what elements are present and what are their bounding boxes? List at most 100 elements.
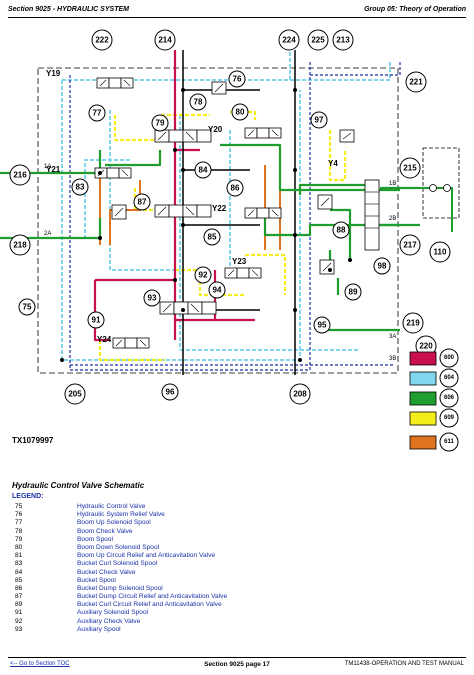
line-label-3a: 3A bbox=[389, 334, 396, 340]
spool-86 bbox=[244, 207, 282, 219]
svg-text:94: 94 bbox=[213, 286, 222, 295]
callout-208: 208 bbox=[289, 383, 311, 405]
figure-title: Hydraulic Control Valve Schematic bbox=[12, 481, 145, 490]
line-label-1a: 1A bbox=[44, 164, 51, 170]
solenoid-labels: Y19 Y20 Y21 Y22 Y23 Y24 Y4 bbox=[46, 69, 338, 344]
valve-blocks bbox=[94, 77, 451, 349]
callout-86: 86 bbox=[226, 179, 244, 197]
svg-text:110: 110 bbox=[434, 248, 447, 257]
svg-text:87: 87 bbox=[138, 198, 147, 207]
callout-218: 218 bbox=[9, 234, 31, 256]
callout-78: 78 bbox=[189, 93, 207, 111]
callout-222: 222 bbox=[91, 29, 113, 51]
callout-94: 94 bbox=[208, 281, 226, 299]
spool-79 bbox=[154, 129, 212, 143]
svg-text:98: 98 bbox=[378, 262, 387, 271]
svg-text:78: 78 bbox=[194, 98, 203, 107]
svg-text:221: 221 bbox=[409, 78, 423, 87]
section-title: Section 9025 - HYDRAULIC SYSTEM bbox=[8, 6, 129, 13]
svg-text:213: 213 bbox=[336, 36, 350, 45]
callout-95: 95 bbox=[313, 316, 331, 334]
svg-text:609: 609 bbox=[444, 415, 455, 421]
svg-text:222: 222 bbox=[95, 36, 109, 45]
relief-89 bbox=[319, 259, 335, 275]
svg-text:75: 75 bbox=[23, 303, 32, 312]
svg-text:219: 219 bbox=[406, 319, 420, 328]
callout-216: 216 bbox=[9, 164, 31, 186]
callout-80: 80 bbox=[231, 103, 249, 121]
spool-94 bbox=[224, 267, 262, 279]
relief-88 bbox=[317, 194, 333, 210]
svg-text:86: 86 bbox=[231, 184, 240, 193]
color-key-600: 600 bbox=[409, 348, 459, 368]
svg-text:604: 604 bbox=[444, 375, 455, 381]
line-label-3b: 3B bbox=[389, 356, 396, 362]
callout-92: 92 bbox=[194, 266, 212, 284]
svg-text:214: 214 bbox=[158, 36, 172, 45]
header-rule bbox=[8, 17, 466, 18]
svg-text:93: 93 bbox=[148, 294, 157, 303]
line-label-2b: 2B bbox=[389, 216, 396, 222]
page-header: Section 9025 - HYDRAULIC SYSTEM Group 05… bbox=[8, 4, 466, 18]
svg-text:88: 88 bbox=[337, 226, 346, 235]
svg-text:217: 217 bbox=[403, 241, 417, 250]
callout-221: 221 bbox=[405, 71, 427, 93]
line-labels: 1A 2A 1B 2B 3A 3B bbox=[44, 164, 396, 362]
solenoid-y22: Y22 bbox=[212, 204, 227, 213]
spool-77 bbox=[96, 77, 134, 89]
svg-text:218: 218 bbox=[13, 241, 27, 250]
spool-80 bbox=[244, 127, 282, 139]
svg-text:208: 208 bbox=[293, 390, 307, 399]
group-title: Group 05: Theory of Operation bbox=[364, 6, 466, 13]
svg-text:84: 84 bbox=[199, 166, 208, 175]
callout-205: 205 bbox=[64, 383, 86, 405]
callout-217: 217 bbox=[399, 234, 421, 256]
callout-84: 84 bbox=[194, 161, 212, 179]
svg-text:95: 95 bbox=[318, 321, 327, 330]
svg-text:85: 85 bbox=[208, 233, 217, 242]
line-label-1b: 1B bbox=[389, 181, 396, 187]
color-key-606: 606 bbox=[409, 388, 459, 408]
svg-text:89: 89 bbox=[349, 288, 358, 297]
spool-91 bbox=[112, 337, 150, 349]
svg-text:79: 79 bbox=[156, 119, 165, 128]
solenoid-y4: Y4 bbox=[328, 159, 338, 168]
svg-text:220: 220 bbox=[419, 342, 433, 351]
svg-text:600: 600 bbox=[444, 355, 455, 361]
callout-219: 219 bbox=[402, 312, 424, 334]
svg-text:92: 92 bbox=[199, 271, 208, 280]
svg-text:611: 611 bbox=[444, 439, 454, 445]
solenoid-y19: Y19 bbox=[46, 69, 61, 78]
callout-213: 213 bbox=[332, 29, 354, 51]
section-toc-link[interactable]: <-- Go to Section TOC bbox=[10, 661, 70, 667]
callout-88: 88 bbox=[332, 221, 350, 239]
coupler-110 bbox=[429, 184, 451, 192]
callout-97: 97 bbox=[310, 111, 328, 129]
svg-text:225: 225 bbox=[311, 36, 325, 45]
callout-76: 76 bbox=[228, 70, 246, 88]
junction-dots bbox=[60, 88, 352, 362]
color-key: 600 604 606 609 bbox=[409, 348, 459, 428]
svg-text:216: 216 bbox=[13, 171, 27, 180]
manifold-98 bbox=[364, 179, 380, 251]
page-number: Section 9025 page 17 bbox=[204, 661, 270, 668]
svg-text:97: 97 bbox=[315, 116, 324, 125]
manual-title: TM11438-OPERATION AND TEST MANUAL bbox=[344, 661, 464, 667]
svg-text:76: 76 bbox=[233, 75, 242, 84]
figure-id: TX1079997 bbox=[12, 436, 54, 445]
callout-93: 93 bbox=[143, 289, 161, 307]
svg-text:606: 606 bbox=[444, 395, 455, 401]
callout-225: 225 bbox=[307, 29, 329, 51]
